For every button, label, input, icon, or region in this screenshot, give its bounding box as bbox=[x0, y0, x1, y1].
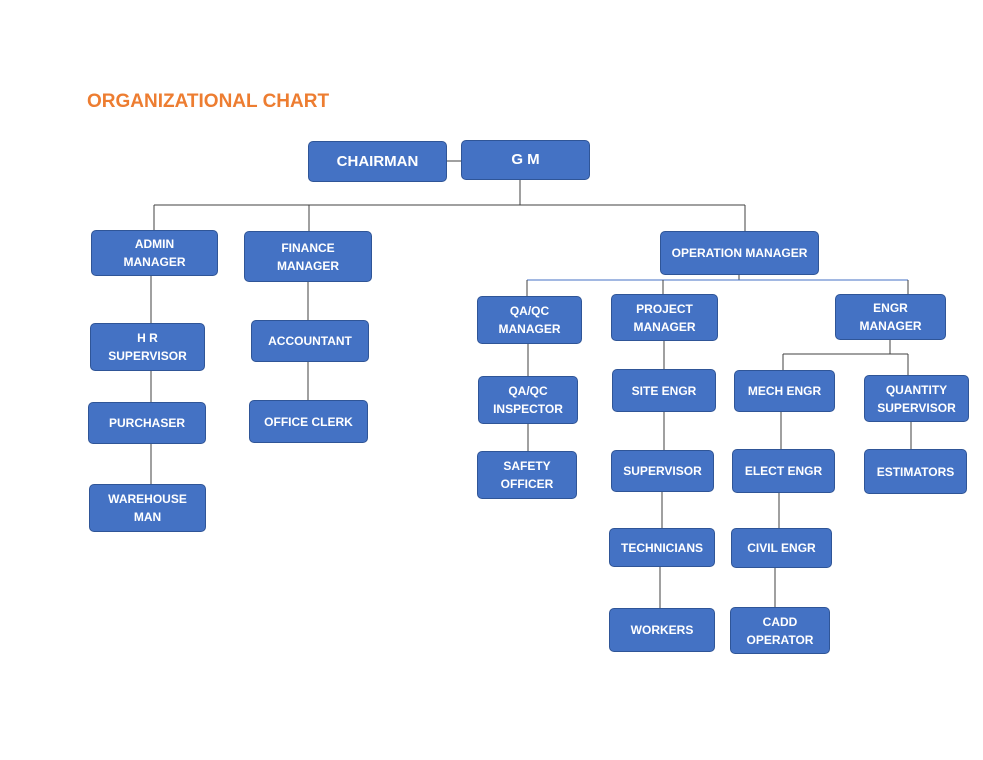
node-elect-engr: ELECT ENGR bbox=[732, 449, 835, 493]
node-project-manager: PROJECT MANAGER bbox=[611, 294, 718, 341]
node-office-clerk: OFFICE CLERK bbox=[249, 400, 368, 443]
node-qaqc-manager: QA/QC MANAGER bbox=[477, 296, 582, 344]
node-purchaser: PURCHASER bbox=[88, 402, 206, 444]
node-workers: WORKERS bbox=[609, 608, 715, 652]
node-admin-manager: ADMIN MANAGER bbox=[91, 230, 218, 276]
node-accountant: ACCOUNTANT bbox=[251, 320, 369, 362]
node-estimators: ESTIMATORS bbox=[864, 449, 967, 494]
node-engr-manager: ENGR MANAGER bbox=[835, 294, 946, 340]
node-quantity-supervisor: QUANTITY SUPERVISOR bbox=[864, 375, 969, 422]
node-civil-engr: CIVIL ENGR bbox=[731, 528, 832, 568]
node-qaqc-inspector: QA/QC INSPECTOR bbox=[478, 376, 578, 424]
chart-title: ORGANIZATIONAL CHART bbox=[87, 91, 330, 112]
node-chairman: CHAIRMAN bbox=[308, 141, 447, 182]
node-operation-manager: OPERATION MANAGER bbox=[660, 231, 819, 275]
node-gm: G M bbox=[461, 140, 590, 180]
node-mech-engr: MECH ENGR bbox=[734, 370, 835, 412]
node-cadd-operator: CADD OPERATOR bbox=[730, 607, 830, 654]
node-site-engr: SITE ENGR bbox=[612, 369, 716, 412]
node-technicians: TECHNICIANS bbox=[609, 528, 715, 567]
node-warehouse-man: WAREHOUSE MAN bbox=[89, 484, 206, 532]
node-hr-supervisor: H R SUPERVISOR bbox=[90, 323, 205, 371]
node-safety-officer: SAFETY OFFICER bbox=[477, 451, 577, 499]
node-supervisor: SUPERVISOR bbox=[611, 450, 714, 492]
node-finance-manager: FINANCE MANAGER bbox=[244, 231, 372, 282]
